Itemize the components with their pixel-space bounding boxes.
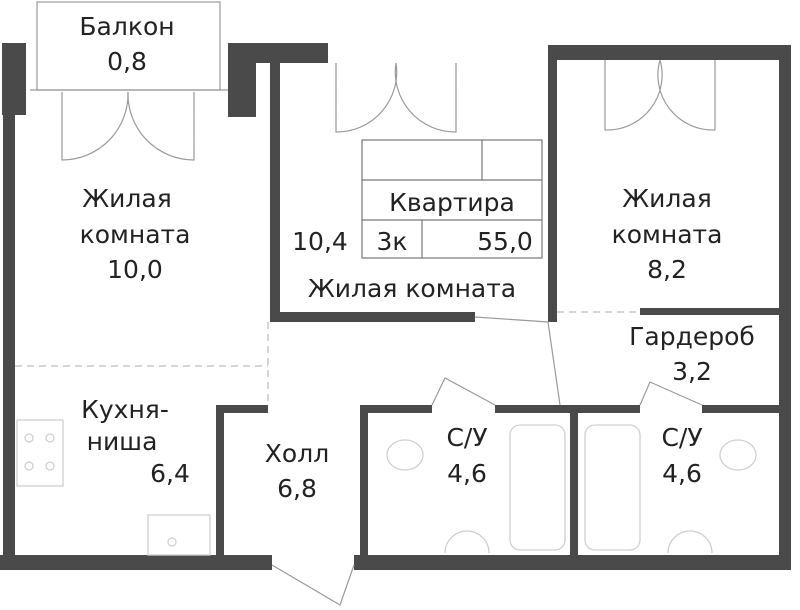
wardrobe-name: Гардероб (629, 322, 755, 351)
info-table-type: 3к (376, 227, 407, 256)
living1-area: 10,0 (107, 255, 163, 284)
info-table-title: Квартира (389, 188, 515, 217)
bath2-area: 4,6 (662, 459, 702, 488)
kitchen-name-1: Кухня- (81, 395, 169, 424)
kitchen-sink-icon (147, 514, 211, 556)
stove-icon (16, 419, 64, 487)
wardrobe-area: 3,2 (672, 357, 712, 386)
living3-name-1: Жилая (622, 184, 712, 213)
balcony-area: 0,8 (107, 47, 147, 76)
bathtub-icon (509, 424, 641, 551)
living1-name-2: комната (80, 220, 191, 249)
hall-name: Холл (265, 439, 329, 468)
hall-area: 6,8 (277, 474, 317, 503)
kitchen-name-2: ниша (87, 427, 158, 456)
balcony-name: Балкон (79, 12, 174, 41)
living3-area: 8,2 (647, 255, 687, 284)
bath1-area: 4,6 (447, 459, 487, 488)
bath1-name: С/У (446, 423, 487, 452)
living1-name-1: Жилая (82, 184, 172, 213)
toilet-icon (386, 439, 757, 471)
living2-name: Жилая комната (308, 274, 516, 303)
living2-area: 10,4 (292, 227, 348, 256)
living3-name-2: комната (612, 220, 723, 249)
info-table-total-area: 55,0 (477, 227, 533, 256)
bath2-name: С/У (661, 423, 702, 452)
washbasin-icon (444, 530, 713, 554)
walls (0, 43, 791, 570)
apartment-info-table: Квартира 3к 55,0 (361, 139, 543, 259)
doors (61, 59, 716, 606)
kitchen-area: 6,4 (150, 459, 190, 488)
